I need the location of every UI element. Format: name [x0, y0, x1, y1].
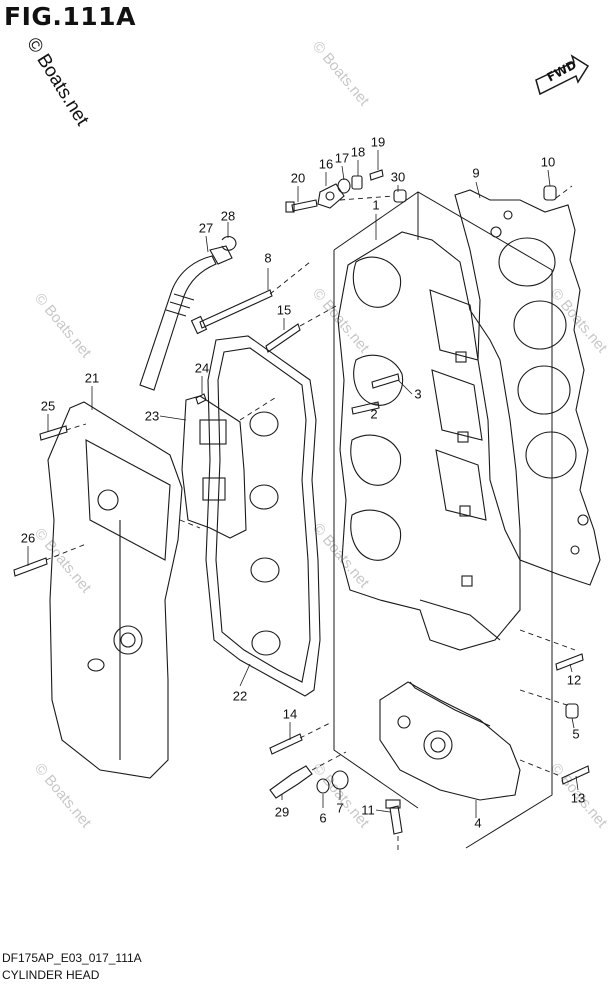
- callout-28: 28: [220, 208, 236, 224]
- callout-7: 7: [336, 800, 344, 816]
- callout-27: 27: [198, 220, 214, 236]
- guide-lines: [45, 185, 576, 850]
- forward-arrow-icon: [535, 54, 590, 96]
- callout-4: 4: [474, 815, 482, 831]
- callout-6: 6: [319, 810, 327, 826]
- baffle-plate: [181, 395, 247, 539]
- callout-9: 9: [472, 165, 480, 181]
- callout-17: 17: [334, 150, 350, 166]
- callout-23: 23: [144, 408, 160, 424]
- figure-title: FIG.111A: [4, 2, 136, 31]
- callout-29: 29: [274, 804, 290, 820]
- callout-10: 10: [540, 154, 556, 170]
- callout-1: 1: [372, 197, 380, 213]
- breather-hose: [139, 245, 233, 391]
- callout-14: 14: [282, 706, 298, 722]
- fasteners: [13, 169, 590, 835]
- head-gasket: [454, 189, 601, 586]
- cylinder-head-cover: [47, 401, 183, 779]
- hose-clamp: [221, 235, 237, 251]
- callout-5: 5: [572, 726, 580, 742]
- callout-3: 3: [414, 386, 422, 402]
- callout-16: 16: [318, 156, 334, 172]
- cover-gasket: [205, 335, 321, 697]
- leader-lines: [27, 150, 579, 818]
- callout-19: 19: [370, 134, 386, 150]
- diagram-caption: CYLINDER HEAD: [2, 968, 100, 982]
- callout-20: 20: [290, 170, 306, 186]
- callout-21: 21: [84, 370, 100, 386]
- callout-2: 2: [370, 406, 378, 422]
- callout-18: 18: [350, 144, 366, 160]
- callout-13: 13: [570, 790, 586, 806]
- callout-8: 8: [264, 250, 272, 266]
- lower-cover: [379, 681, 521, 801]
- cylinder-head: [337, 231, 521, 651]
- callout-22: 22: [232, 688, 248, 704]
- callout-25: 25: [40, 398, 56, 414]
- callout-30: 30: [390, 169, 406, 185]
- callout-24: 24: [194, 360, 210, 376]
- callout-26: 26: [20, 530, 36, 546]
- drawing-code: DF175AP_E03_017_111A: [2, 951, 142, 965]
- callout-11: 11: [361, 802, 375, 818]
- callout-15: 15: [276, 302, 292, 318]
- callout-12: 12: [566, 672, 582, 688]
- assembly-frame: [333, 191, 553, 849]
